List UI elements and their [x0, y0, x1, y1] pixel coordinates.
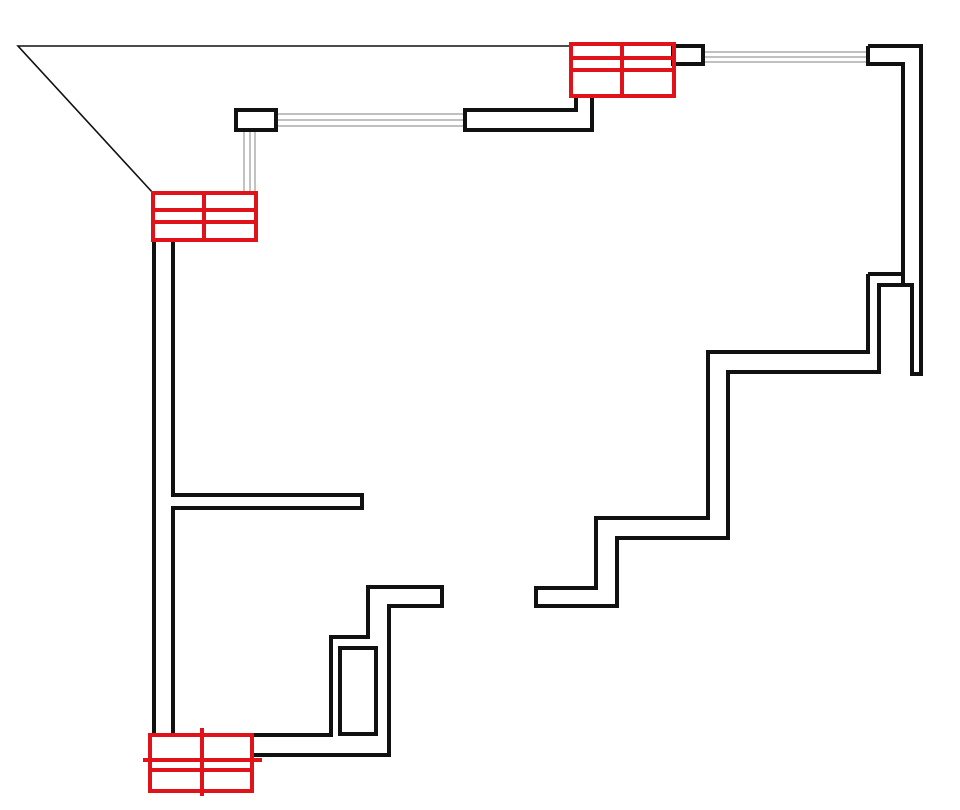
wall-stub-top — [671, 44, 705, 66]
wall-stub-middle — [234, 108, 278, 132]
column-left — [151, 191, 258, 242]
wall-stair-right — [534, 274, 903, 608]
column-top — [569, 42, 676, 98]
wall-top-middle — [463, 96, 594, 132]
roof-edge-line — [16, 45, 570, 194]
wall-lower-left-inner — [338, 646, 378, 736]
wall-lower-left — [250, 585, 444, 757]
window-left-vertical — [243, 130, 256, 193]
window-top-right — [703, 51, 868, 63]
window-top-middle — [276, 113, 465, 127]
wall-right-outer — [868, 44, 923, 376]
column-bottom — [143, 728, 262, 796]
wall-right-upper-inner — [866, 46, 905, 274]
